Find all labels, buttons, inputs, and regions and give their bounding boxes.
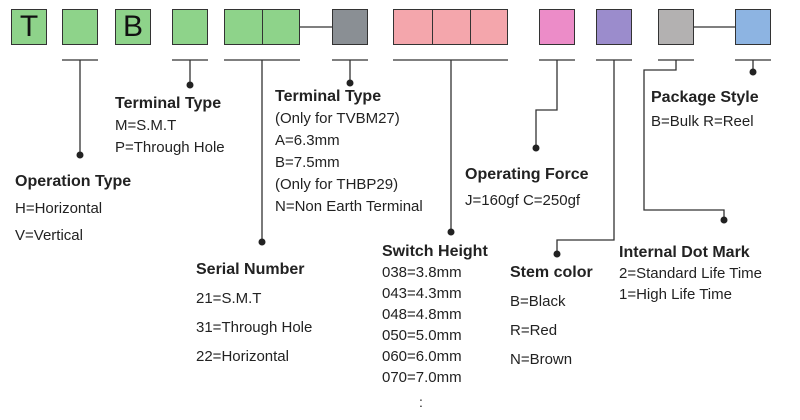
stem-color-option: B=Black: [510, 293, 566, 310]
dot-terminal-type-1: [186, 81, 194, 89]
code-box-6: [262, 9, 300, 45]
switch-height-option: 038=3.8mm: [382, 264, 462, 281]
operation-type-option: V=Vertical: [15, 227, 83, 244]
dot-operation-type: [76, 151, 84, 159]
code-box-9: [432, 9, 471, 45]
internal-dot-mark-block: Internal Dot Mark 2=Standard Life Time 1…: [619, 242, 762, 305]
terminal-type-2-title: Terminal Type: [275, 88, 382, 105]
switch-height-title: Switch Height: [382, 243, 488, 260]
code-box-13: [658, 9, 694, 45]
dot-internal-dot-mark: [720, 216, 728, 224]
terminal-type-2-option: (Only for THBP29): [275, 176, 399, 193]
operating-force-title: Operating Force: [465, 166, 589, 183]
switch-height-option: 048=4.8mm: [382, 306, 462, 323]
code-box-14: [735, 9, 771, 45]
leader-stem-color: [556, 60, 615, 254]
internal-dot-mark-title: Internal Dot Mark: [619, 244, 750, 261]
stem-color-block: Stem color B=Black R=Red N=Brown: [510, 258, 593, 374]
operation-type-option: H=Horizontal: [15, 200, 103, 217]
package-style-block: Package Style B=Bulk R=Reel: [651, 86, 759, 134]
serial-number-title: Serial Number: [196, 261, 305, 278]
terminal-type-1-option: P=Through Hole: [115, 139, 225, 156]
switch-height-option: 043=4.3mm: [382, 285, 462, 302]
stem-color-option: N=Brown: [510, 351, 573, 368]
terminal-type-2-option: (Only for TVBM27): [275, 110, 400, 127]
switch-height-ellipsis: :: [419, 394, 423, 410]
dot-stem-color: [553, 250, 561, 258]
internal-dot-mark-option: 2=Standard Life Time: [619, 265, 763, 282]
stem-color-title: Stem color: [510, 264, 593, 281]
operating-force-option: J=160gf C=250gf: [465, 192, 581, 209]
package-style-title: Package Style: [651, 89, 759, 106]
terminal-type-1-option: M=S.M.T: [115, 117, 177, 134]
code-box-12: [596, 9, 632, 45]
dot-terminal-type-2: [346, 79, 354, 87]
terminal-type-2-option: A=6.3mm: [275, 132, 340, 149]
dot-package-style: [749, 68, 757, 76]
switch-height-option: 050=5.0mm: [382, 327, 462, 344]
code-box-10: [470, 9, 508, 45]
code-letter-b: B: [122, 10, 143, 43]
serial-number-option: 22=Horizontal: [196, 348, 289, 365]
code-box-1: T: [11, 9, 47, 45]
serial-number-option: 31=Through Hole: [196, 319, 313, 336]
switch-height-option: 070=7.0mm: [382, 369, 462, 386]
package-style-option: B=Bulk R=Reel: [651, 113, 754, 130]
terminal-type-2-option: N=Non Earth Terminal: [275, 198, 423, 215]
switch-height-block: Switch Height 038=3.8mm 043=4.3mm 048=4.…: [382, 241, 488, 388]
operation-type-title: Operation Type: [15, 173, 132, 190]
code-letter-t: T: [19, 10, 39, 43]
code-box-11: [539, 9, 575, 45]
leader-internal-dot-mark: [643, 60, 725, 220]
terminal-type-2-option: B=7.5mm: [275, 154, 340, 171]
terminal-type-2-block: Terminal Type (Only for TVBM27) A=6.3mm …: [275, 86, 423, 218]
stem-color-option: R=Red: [510, 322, 558, 339]
terminal-type-1-title: Terminal Type: [115, 95, 222, 112]
leader-operating-force: [535, 60, 558, 148]
switch-height-option: 060=6.0mm: [382, 348, 462, 365]
code-box-7: [332, 9, 368, 45]
code-box-4: [172, 9, 208, 45]
serial-number-block: Serial Number 21=S.M.T 31=Through Hole 2…: [196, 255, 312, 371]
dot-serial-number: [258, 238, 266, 246]
serial-number-option: 21=S.M.T: [196, 290, 262, 307]
dot-operating-force: [532, 144, 540, 152]
operation-type-block: Operation Type H=Horizontal V=Vertical: [15, 168, 131, 249]
dot-switch-height: [447, 228, 455, 236]
internal-dot-mark-option: 1=High Life Time: [619, 286, 732, 303]
code-box-3: B: [115, 9, 151, 45]
operating-force-block: Operating Force J=160gf C=250gf: [465, 162, 589, 214]
code-box-2: [62, 9, 98, 45]
terminal-type-1-block: Terminal Type M=S.M.T P=Through Hole: [115, 93, 225, 159]
